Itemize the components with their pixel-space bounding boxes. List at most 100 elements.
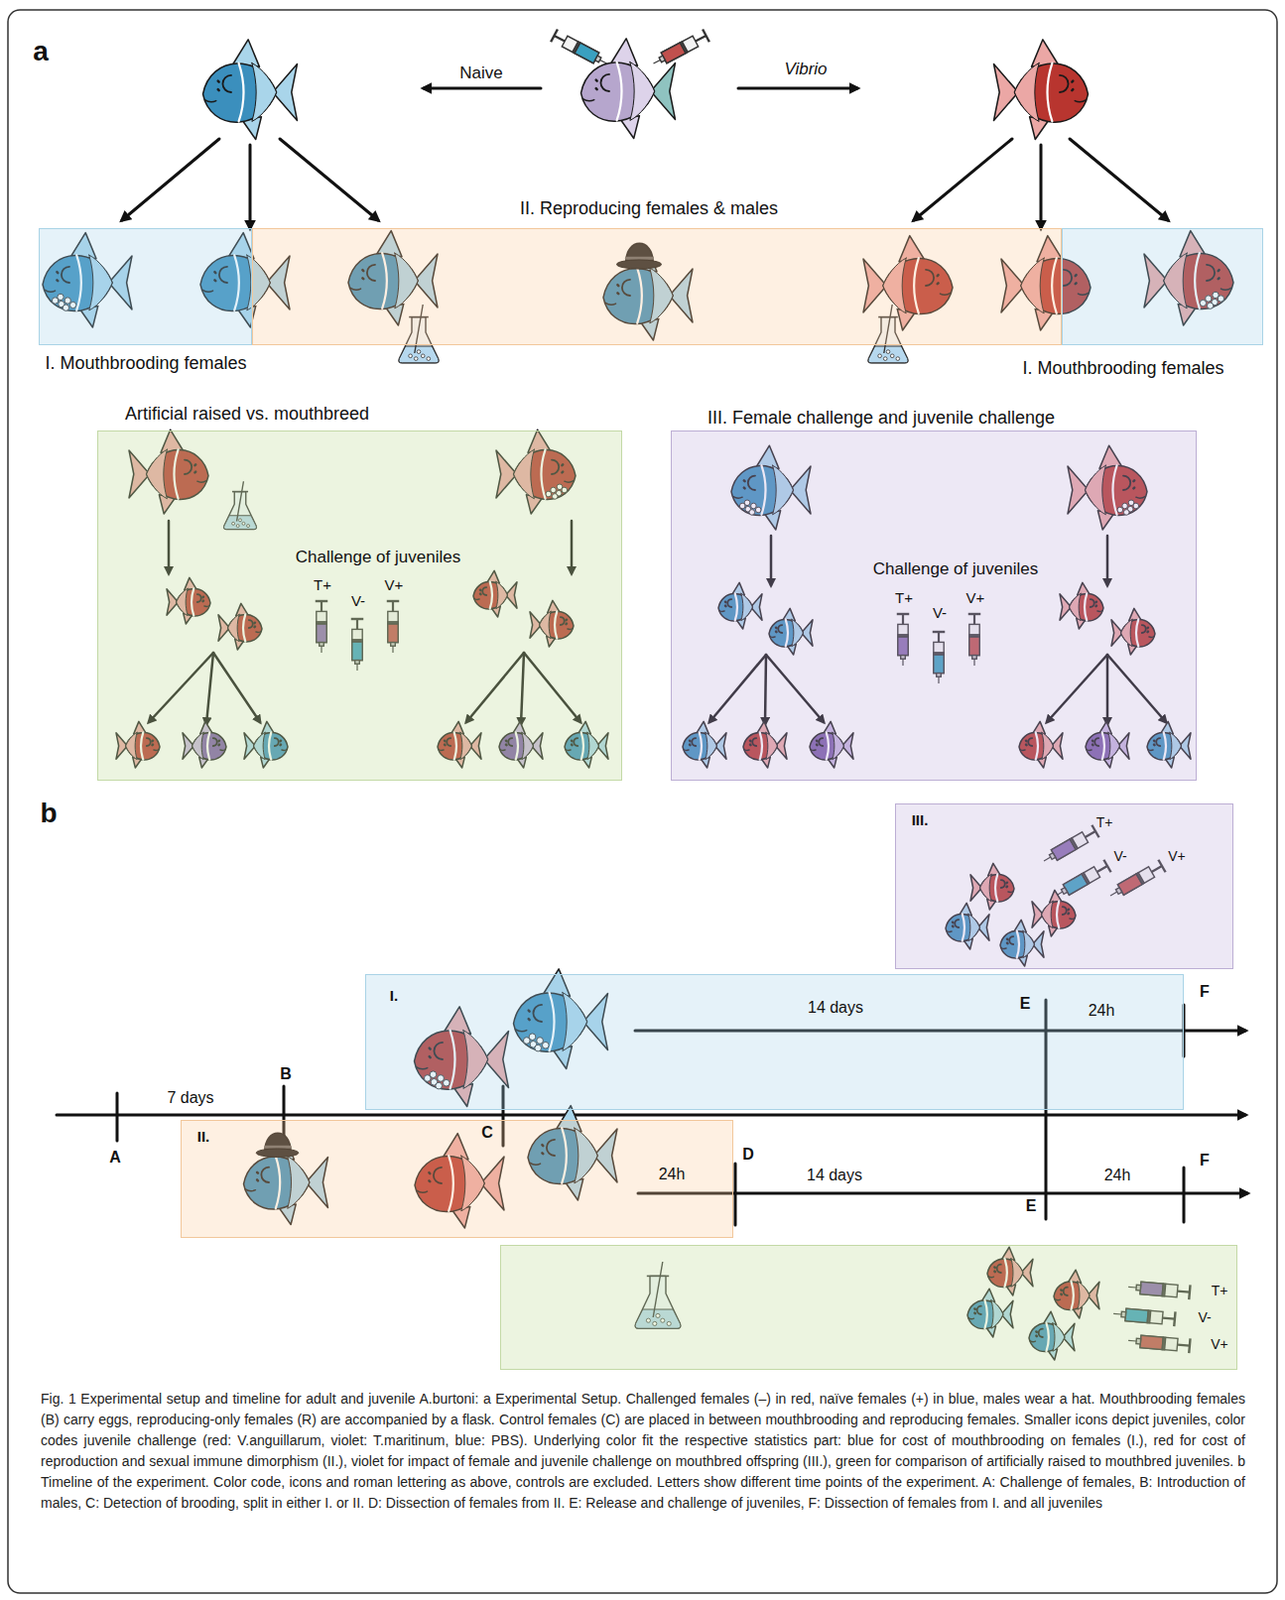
flask-bead [416, 350, 421, 355]
annotation-label: B [279, 1065, 292, 1084]
box-text: E [1020, 995, 1031, 1014]
flask-bead [426, 357, 431, 362]
annotation-label: F [1199, 983, 1210, 1002]
fish-icon [994, 39, 1089, 140]
box-text: II. [197, 1128, 211, 1146]
syringe-part [554, 35, 566, 42]
annotation-label: 7 days [166, 1089, 214, 1108]
blue-band: I. Mouthbrooding females [38, 228, 253, 346]
box-text: V+ [966, 589, 986, 607]
annotation-label: Naive [459, 63, 503, 84]
syringe-part [600, 59, 608, 64]
box-text: T+ [1096, 814, 1114, 831]
syringe-part [695, 35, 707, 42]
fish-part [1059, 75, 1069, 93]
annotation-label: D [742, 1146, 755, 1164]
orange-band: II. Reproducing females & males [252, 228, 1062, 346]
box-text: I. Mouthbrooding females [44, 353, 247, 375]
fish-part [203, 63, 277, 123]
box-text: Challenge of juveniles [295, 547, 461, 568]
figure-caption: Fig. 1 Experimental setup and timeline f… [40, 1389, 1246, 1515]
fish-part [216, 81, 220, 92]
blue-band: I. Mouthbrooding females [1061, 228, 1264, 346]
box-text: Challenge of juveniles [873, 559, 1038, 580]
fish-part [581, 62, 655, 122]
syringe-icon [550, 29, 611, 71]
fish-part [1014, 63, 1088, 123]
box-text: V- [351, 592, 366, 610]
box-text: V- [1113, 848, 1127, 865]
fish-icon [581, 38, 676, 139]
box-text: T+ [1211, 1283, 1229, 1299]
flask-part [398, 346, 439, 364]
syringe-part [658, 55, 665, 63]
box-text: II. Reproducing females & males [519, 198, 778, 220]
box-text: V+ [1167, 848, 1186, 865]
box-text: Artificial raised vs. mouthbreed [125, 403, 370, 425]
timeline-tick [116, 1093, 120, 1142]
flask-bead [878, 354, 883, 359]
flow-arrow [913, 138, 1013, 221]
annotation-label: 14 days [806, 1166, 863, 1185]
fish-icon [203, 39, 298, 140]
annotation-label: F [1199, 1152, 1210, 1170]
annotation-label: E [1026, 1197, 1037, 1216]
blue-band: I.14 daysE24h [365, 974, 1184, 1111]
fish-part [233, 39, 260, 68]
fish-part [1070, 81, 1074, 92]
orange-band: II. 24h [180, 1120, 734, 1239]
flow-arrow [1039, 144, 1043, 229]
syringe-part [561, 35, 599, 63]
box-text: I. Mouthbrooding females [1022, 358, 1224, 380]
fish-part [617, 62, 623, 122]
annotation-label: a [32, 35, 49, 68]
box-text: T+ [895, 589, 913, 607]
fish-part [239, 63, 245, 123]
fish-part [222, 75, 232, 93]
annotation-label: 24h [1104, 1166, 1132, 1185]
flow-arrow [122, 138, 220, 221]
annotation-label: Vibrio [783, 59, 827, 80]
flow-arrow [279, 138, 379, 221]
box-text: 24h [658, 1165, 686, 1184]
fish-part [1046, 63, 1052, 123]
fish-part [252, 63, 277, 123]
flow-arrow [249, 144, 253, 229]
fish-part [204, 100, 216, 103]
figure-frame [7, 9, 1278, 1594]
box-text: V- [932, 604, 947, 622]
green-band: Artificial raised vs. mouthbreedChalleng… [97, 430, 623, 781]
flask-bead [408, 354, 413, 359]
timeline-tick [1182, 1167, 1186, 1223]
green-band: T+V-V+ [500, 1245, 1238, 1371]
box-text: 14 days [807, 999, 864, 1018]
flask-bead [890, 354, 895, 359]
flask-bead [420, 354, 425, 359]
flask-bead [883, 357, 888, 362]
fish-part [600, 74, 610, 92]
box-text: I. [389, 987, 398, 1005]
syringe-part [660, 35, 698, 63]
box-text: V+ [385, 576, 404, 594]
syringe-part [679, 41, 688, 54]
violet-band: III. Female challenge and juvenile chall… [670, 430, 1197, 781]
flow-arrow [738, 87, 858, 91]
syringe-icon [649, 29, 710, 71]
flask-bead [413, 357, 418, 362]
timeline-tick [734, 1163, 738, 1226]
flask-part [868, 346, 908, 364]
box-text: III. Female challenge and juvenile chall… [707, 407, 1055, 429]
syringe-part [653, 59, 661, 64]
fish-part [611, 38, 639, 67]
flow-arrow [1069, 138, 1168, 221]
flask-bead [896, 357, 900, 362]
fish-part [1014, 63, 1039, 123]
fish-part [1074, 100, 1086, 103]
fish-part [1031, 39, 1059, 68]
annotation-label: b [39, 797, 57, 830]
violet-band: III.T+V-V+ [895, 803, 1234, 970]
flask-bead [886, 350, 891, 355]
box-text: T+ [313, 576, 332, 594]
syringe-part [572, 41, 581, 54]
